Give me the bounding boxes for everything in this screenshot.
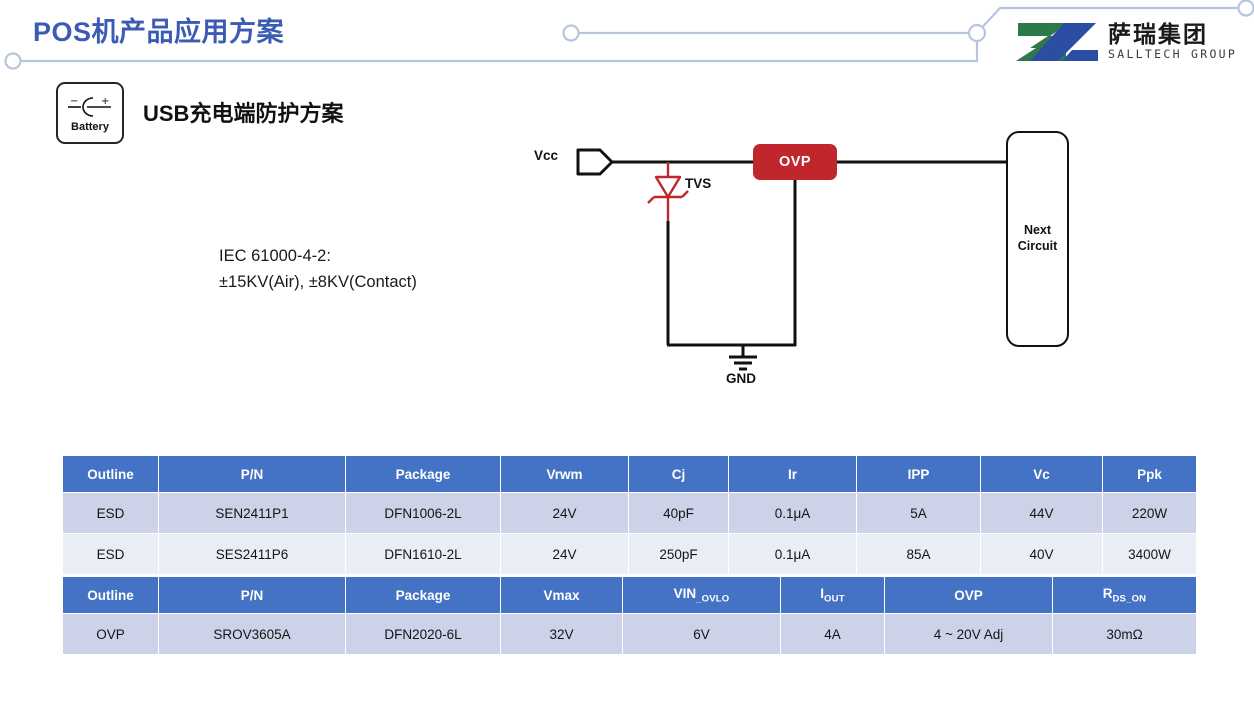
section-heading: USB充电端防护方案 <box>143 101 344 126</box>
vcc-connector-icon <box>576 148 614 176</box>
svg-text:+: + <box>101 96 109 107</box>
cell-pn: SEN2411P1 <box>158 492 346 534</box>
col-header-outline: Outline <box>62 455 159 493</box>
cell-iout: 4A <box>780 613 885 655</box>
salltech-logo-icon <box>1016 23 1098 61</box>
cell-rdson: 30mΩ <box>1052 613 1197 655</box>
ground-symbol-icon <box>729 355 757 371</box>
cell-vc: 44V <box>980 492 1103 534</box>
next-circuit-block: Next Circuit <box>1006 131 1069 347</box>
table-row: ESD SEN2411P1 DFN1006-2L 24V 40pF 0.1μA … <box>62 492 1197 534</box>
cell-pn: SES2411P6 <box>158 533 346 575</box>
rdson-main: R <box>1102 585 1113 601</box>
deco-circle-junction <box>967 23 987 43</box>
col-header-package: Package <box>345 576 501 614</box>
cell-ovp: 4 ~ 20V Adj <box>884 613 1053 655</box>
table-row: OVP SROV3605A DFN2020-6L 32V 6V 4A 4 ~ 2… <box>62 613 1197 655</box>
vin-main: VIN <box>673 585 697 601</box>
svg-text:−: − <box>70 96 78 107</box>
iout-sub: OUT <box>824 593 845 605</box>
cell-cj: 40pF <box>628 492 729 534</box>
battery-chip: − + Battery <box>56 82 124 144</box>
vin-sub: _OVLO <box>696 593 730 605</box>
table-header-row: Outline P/N Package Vrwm Cj Ir IPP Vc Pp… <box>62 455 1197 493</box>
cell-package: DFN1610-2L <box>345 533 501 575</box>
battery-label: Battery <box>71 120 109 133</box>
cell-ipp: 85A <box>856 533 981 575</box>
circuit-diagram <box>576 148 1007 371</box>
cell-cj: 250pF <box>628 533 729 575</box>
ovp-block: OVP <box>753 144 837 180</box>
tvs-diode-icon <box>647 175 689 204</box>
cell-ppk: 220W <box>1102 492 1197 534</box>
gnd-label: GND <box>726 371 756 386</box>
iout-main: I <box>820 585 825 601</box>
ovp-spec-table: Outline P/N Package Vmax VIN_OVLO IOUT O… <box>62 576 1197 655</box>
brand-logo: 萨瑞集团 SALLTECH GROUP <box>1014 18 1246 66</box>
deco-circle-mid <box>562 24 580 42</box>
col-header-pn: P/N <box>158 455 346 493</box>
logo-name-en: SALLTECH GROUP <box>1108 47 1238 62</box>
col-header-outline: Outline <box>62 576 159 614</box>
col-header-rdson: RDS_ON <box>1052 576 1197 614</box>
cell-vin-ovlo: 6V <box>622 613 781 655</box>
cell-outline: ESD <box>62 533 159 575</box>
col-header-ovp: OVP <box>884 576 1053 614</box>
cell-ipp: 5A <box>856 492 981 534</box>
next-circuit-label: Next Circuit <box>1017 223 1058 253</box>
deco-circle-right <box>1237 0 1254 17</box>
cell-ppk: 3400W <box>1102 533 1197 575</box>
cell-vrwm: 24V <box>500 492 629 534</box>
cell-outline: ESD <box>62 492 159 534</box>
cell-vmax: 32V <box>500 613 623 655</box>
table-row: ESD SES2411P6 DFN1610-2L 24V 250pF 0.1μA… <box>62 533 1197 575</box>
col-header-vc: Vc <box>980 455 1103 493</box>
cell-vc: 40V <box>980 533 1103 575</box>
col-header-ir: Ir <box>728 455 857 493</box>
col-header-iout: IOUT <box>780 576 885 614</box>
col-header-vmax: Vmax <box>500 576 623 614</box>
cell-package: DFN1006-2L <box>345 492 501 534</box>
col-header-cj: Cj <box>628 455 729 493</box>
rdson-sub: DS_ON <box>1112 593 1147 605</box>
esd-spec-note: IEC 61000-4-2: ±15KV(Air), ±8KV(Contact) <box>219 247 417 291</box>
col-header-pn: P/N <box>158 576 346 614</box>
cell-outline: OVP <box>62 613 159 655</box>
col-header-ipp: IPP <box>856 455 981 493</box>
page-title: POS机产品应用方案 <box>33 17 285 47</box>
vcc-label: Vcc <box>534 148 559 163</box>
table-header-row: Outline P/N Package Vmax VIN_OVLO IOUT O… <box>62 576 1197 614</box>
esd-spec-table: Outline P/N Package Vrwm Cj Ir IPP Vc Pp… <box>62 455 1197 575</box>
col-header-ppk: Ppk <box>1102 455 1197 493</box>
tvs-label: TVS <box>685 176 712 191</box>
col-header-vrwm: Vrwm <box>500 455 629 493</box>
cell-vrwm: 24V <box>500 533 629 575</box>
cell-package: DFN2020-6L <box>345 613 501 655</box>
col-header-package: Package <box>345 455 501 493</box>
deco-circle-left <box>4 52 22 70</box>
cell-ir: 0.1μA <box>728 492 857 534</box>
col-header-vin-ovlo: VIN_OVLO <box>622 576 781 614</box>
cell-ir: 0.1μA <box>728 533 857 575</box>
cell-pn: SROV3605A <box>158 613 346 655</box>
logo-name-cn: 萨瑞集团 <box>1108 22 1208 49</box>
battery-icon: − + <box>68 96 111 117</box>
